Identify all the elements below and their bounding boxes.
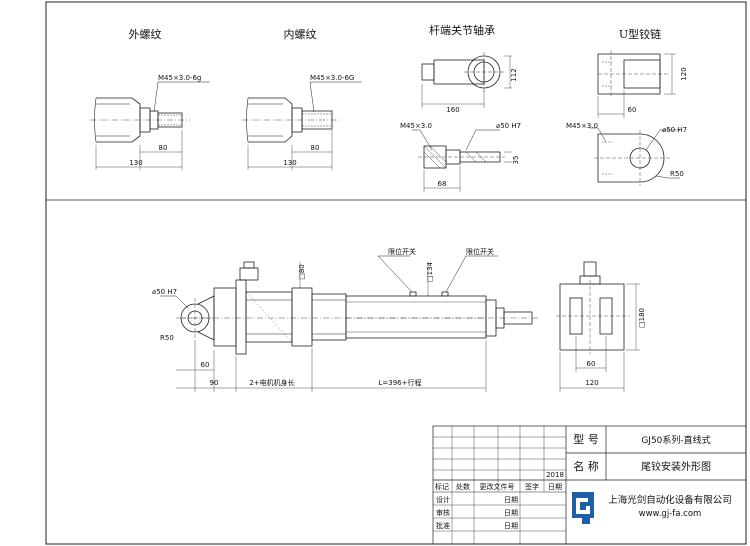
drawing-frame [45,1,747,545]
internal-thread-title: 内螺纹 [284,27,317,41]
main-dim-60: 60 [201,361,210,369]
tb-design: 设计 [436,495,450,504]
external-thread-label: M45×3.0-6g [158,74,201,82]
main-bore-label: ⌀50 H7 [152,288,177,296]
u-clevis-radius-label: R50 [670,170,684,178]
end-view [556,261,640,392]
tb-name-value: 尾铰安装外形图 [641,460,711,473]
rod-end-bearing-title: 杆端关节轴承 [429,23,495,37]
tb-type-label: 型 号 [573,432,599,446]
tb-col-mark: 标记 [435,482,449,491]
tb-col-count: 处数 [456,482,470,491]
rod-end-dim-35: 35 [512,156,520,165]
internal-dim-130: 130 [283,159,296,167]
limit-switch-label-2: 限位开关 [466,247,494,256]
rod-end-bearing-view [412,52,512,192]
tb-review: 审核 [436,508,450,517]
tb-year: 2018 [546,471,564,479]
tb-website: www.gj-fa.com [639,509,702,519]
external-thread-view [90,81,210,170]
u-clevis-thread-label: M45×3.0 [566,122,598,130]
tb-company-name: 上海光剑自动化设备有限公司 [608,494,732,506]
company-logo-icon [572,492,594,524]
u-clevis-dim-60: 60 [628,106,637,114]
external-dim-130: 130 [129,159,142,167]
main-actuator-view [160,255,540,392]
tb-col-date: 日期 [548,483,562,491]
limit-switch-label-1: 限位开关 [388,247,416,256]
external-thread-title: 外螺纹 [129,27,162,41]
rod-end-dim-160: 160 [446,106,459,114]
external-dim-80: 80 [159,144,168,152]
main-stroke-label: L=396+行程 [379,378,422,387]
tb-review-date: 日期 [504,509,518,517]
end-sq180-label: □180 [638,308,646,328]
main-radius-label: R50 [160,334,174,342]
tb-approve-date: 日期 [504,522,518,530]
main-motor-length-label: 2+电机机身长 [249,378,294,387]
internal-thread-view [242,81,362,170]
rod-end-dim-112: 112 [510,68,518,81]
internal-dim-80: 80 [311,144,320,152]
main-sq134-label: □134 [426,261,434,282]
main-dim-90: 90 [210,379,219,387]
tb-col-sign: 签字 [525,482,539,491]
main-sq80-label: □80 [298,264,306,280]
tb-col-change-doc: 更改文件号 [480,482,515,491]
tb-design-date: 日期 [504,496,518,504]
tb-type-value: GJ50系列-直线式 [641,434,710,446]
u-clevis-bore-label: ⌀50 H7 [662,126,687,134]
u-clevis-view [590,50,680,186]
title-block [432,425,747,545]
end-dim-120: 120 [585,379,598,387]
rod-end-bore-label: ⌀50 H7 [496,122,521,130]
rod-end-dim-68: 68 [438,180,447,188]
rod-end-thread-label: M45×3.0 [400,122,432,130]
tb-approve: 批准 [436,521,450,530]
tb-name-label: 名 称 [573,459,599,473]
u-clevis-title: U型铰链 [619,27,661,41]
u-clevis-dim-120: 120 [680,67,688,80]
internal-thread-label: M45×3.0-6G [310,74,354,82]
end-dim-60: 60 [587,360,596,368]
